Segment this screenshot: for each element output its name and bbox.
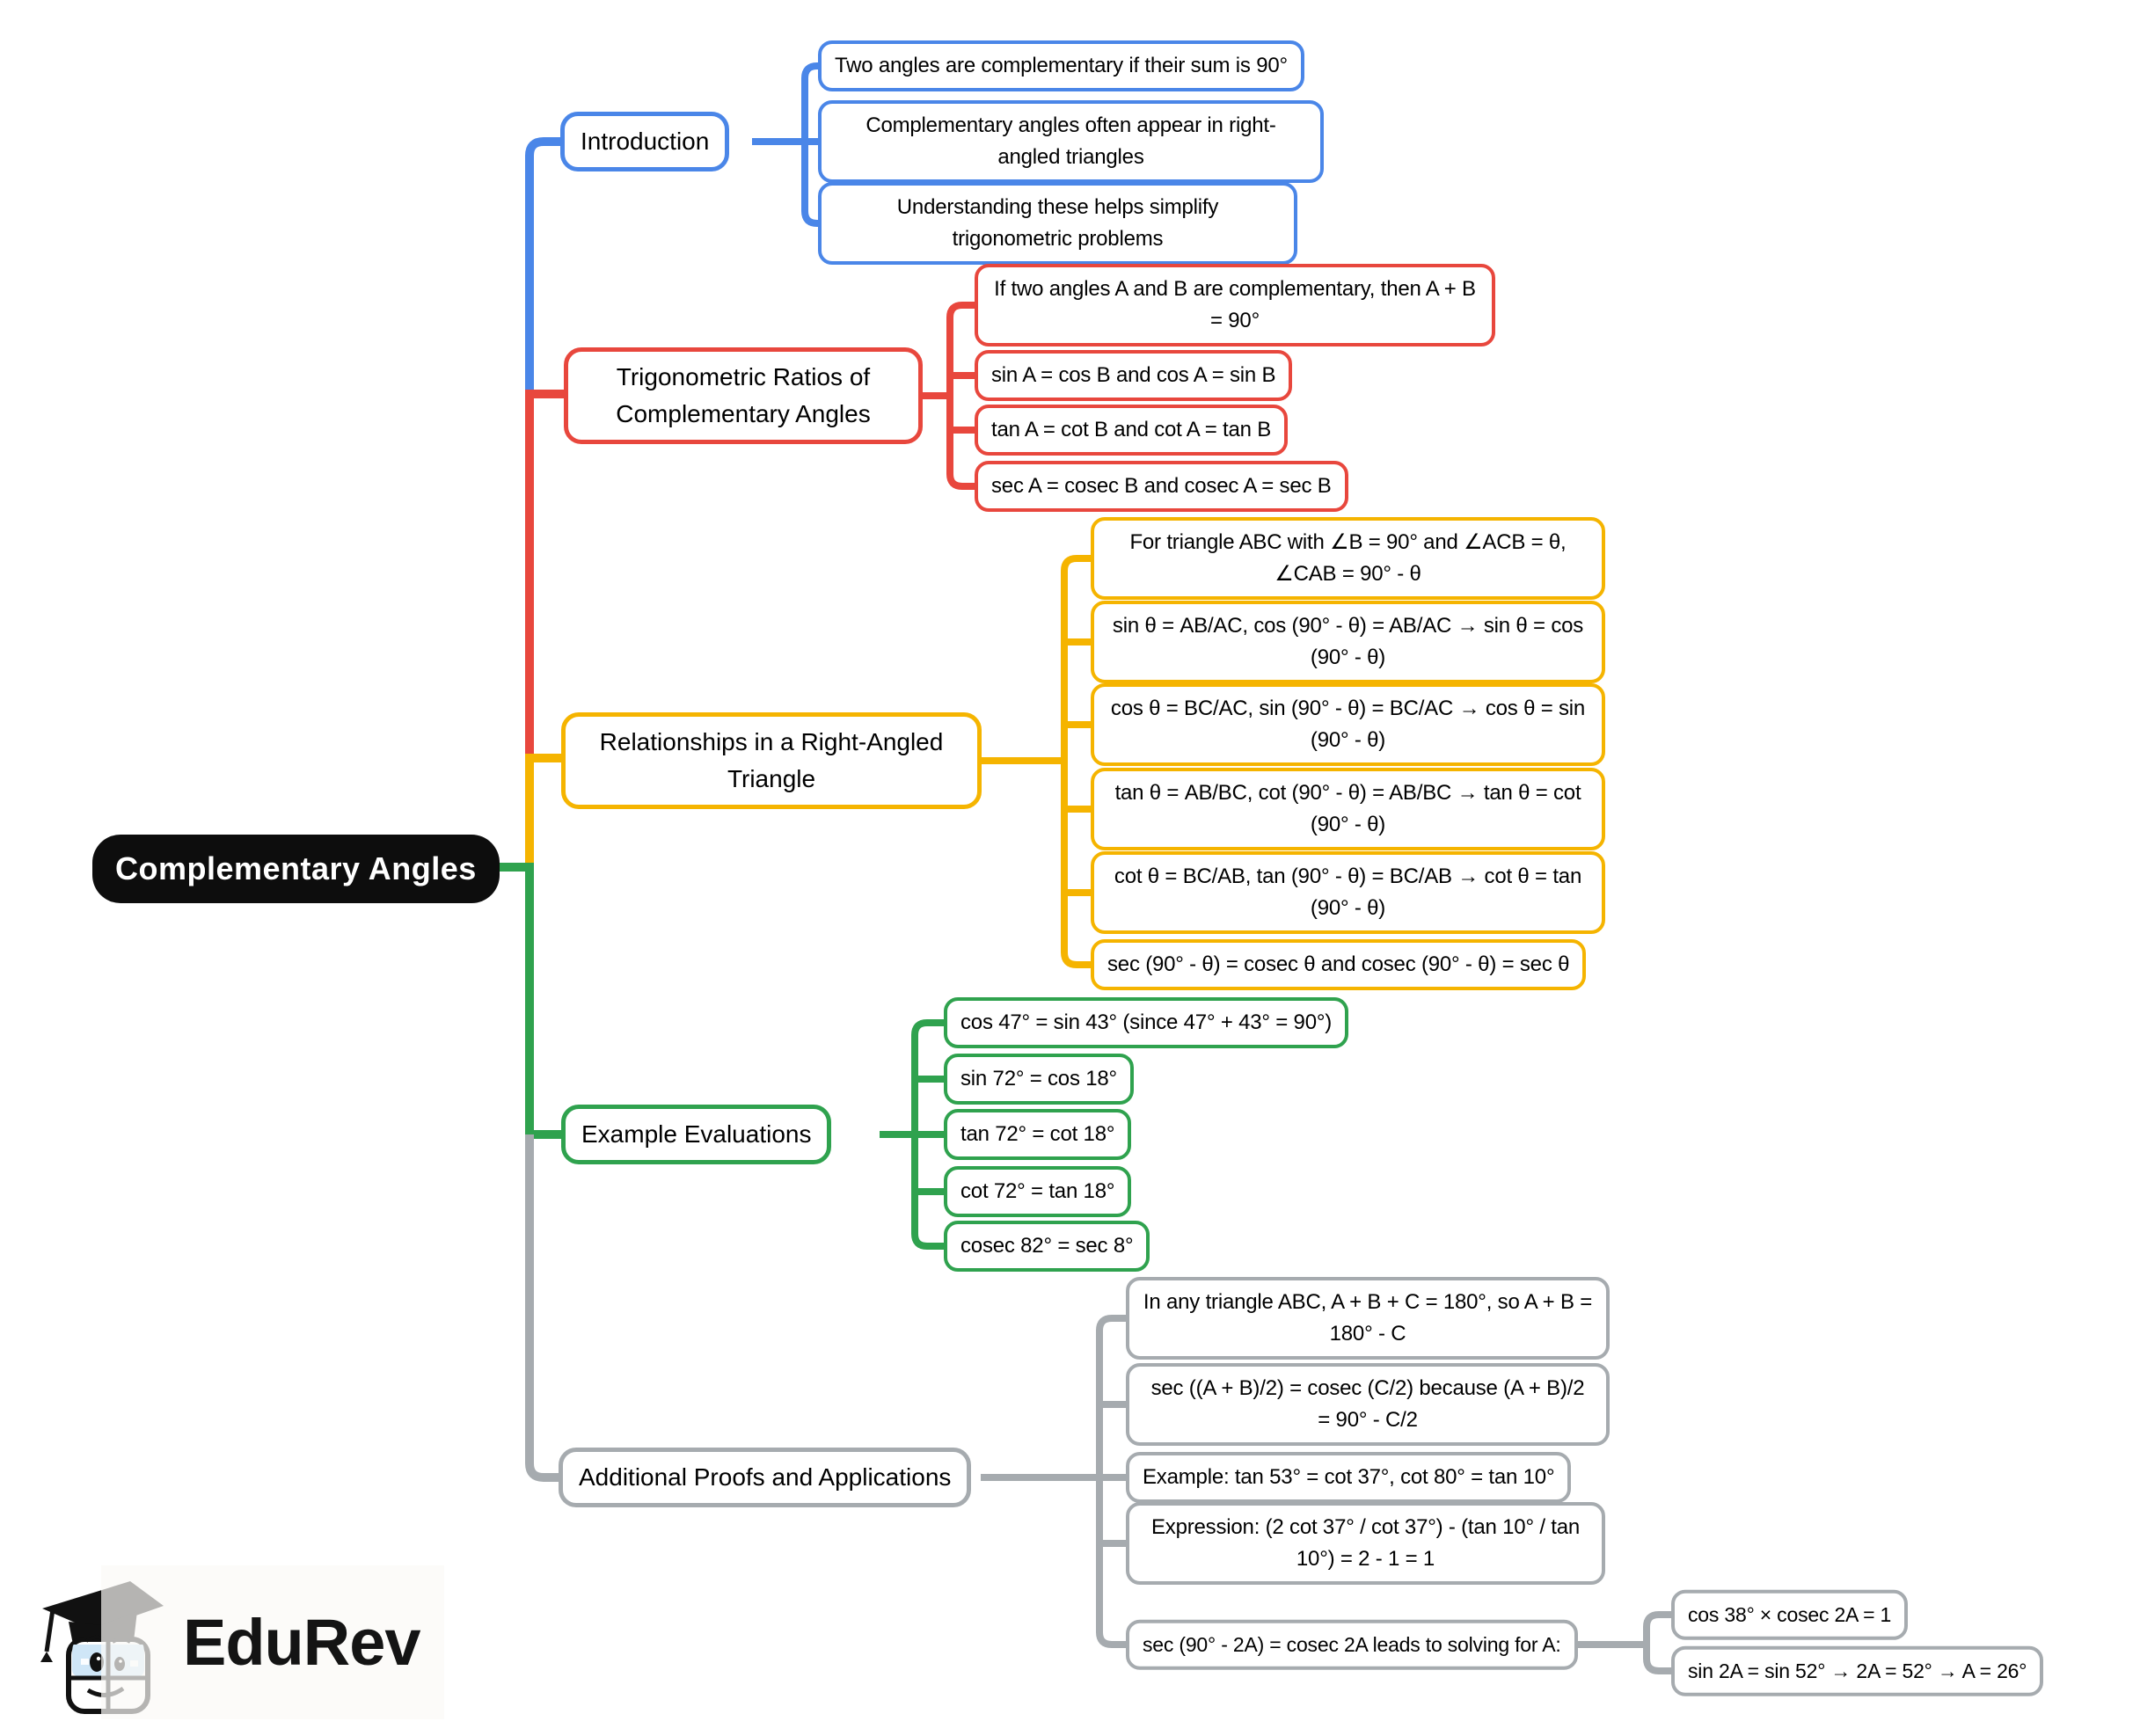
node-intro-simplify: Understanding these helps simplify trigo… bbox=[818, 182, 1297, 265]
node-add-sec-cosec-half: sec ((A + B)/2) = cosec (C/2) because (A… bbox=[1126, 1363, 1610, 1446]
node-add-example-tan53: Example: tan 53° = cot 37°, cot 80° = ta… bbox=[1126, 1452, 1572, 1503]
node-trig-sin-cos: sin A = cos B and cos A = sin B bbox=[975, 350, 1293, 401]
node-intro-right-angled: Complementary angles often appear in rig… bbox=[818, 100, 1324, 183]
node-rel-tan: tan θ = AB/BC, cot (90° - θ) = AB/BC → t… bbox=[1091, 768, 1605, 850]
node-ex-cosec82: cosec 82° = sec 8° bbox=[944, 1221, 1150, 1272]
branch-heading-introduction: Introduction bbox=[560, 112, 730, 171]
trunk-blue bbox=[525, 137, 563, 394]
node-trig-sec-cosec: sec A = cosec B and cosec A = sec B bbox=[975, 461, 1348, 512]
trunk-red bbox=[525, 390, 566, 758]
node-rel-cos: cos θ = BC/AC, sin (90° - θ) = BC/AC → c… bbox=[1091, 683, 1605, 766]
node-rel-sin: sin θ = AB/AC, cos (90° - θ) = AB/AC → s… bbox=[1091, 601, 1605, 683]
branch-heading-relationships: Relationships in a Right-Angled Triangle bbox=[561, 712, 982, 809]
logo-watermark-background bbox=[101, 1565, 444, 1719]
branch-heading-examples: Example Evaluations bbox=[561, 1105, 832, 1164]
node-ex-sin72: sin 72° = cos 18° bbox=[944, 1054, 1134, 1105]
mindmap-root: Complementary Angles bbox=[92, 835, 500, 903]
branch-heading-additional-proofs: Additional Proofs and Applications bbox=[559, 1448, 972, 1507]
node-intro-sum-90: Two angles are complementary if their su… bbox=[818, 40, 1304, 91]
node-rel-cot: cot θ = BC/AB, tan (90° - θ) = BC/AB → c… bbox=[1091, 851, 1605, 934]
node-ex-cos47: cos 47° = sin 43° (since 47° + 43° = 90°… bbox=[944, 997, 1349, 1048]
node-rel-triangle-abc: For triangle ABC with ∠B = 90° and ∠ACB … bbox=[1091, 517, 1605, 600]
edurev-logo-text: EduRev bbox=[183, 1606, 421, 1679]
node-add-triangle-180: In any triangle ABC, A + B + C = 180°, s… bbox=[1126, 1277, 1610, 1360]
node-ex-tan72: tan 72° = cot 18° bbox=[944, 1109, 1132, 1160]
trunk-green bbox=[493, 863, 564, 1139]
trunk-yellow bbox=[525, 754, 564, 867]
node-add-sec-90-2a: sec (90° - 2A) = cosec 2A leads to solvi… bbox=[1126, 1619, 1578, 1670]
node-add-expression: Expression: (2 cot 37° / cot 37°) - (tan… bbox=[1126, 1502, 1605, 1585]
node-trig-tan-cot: tan A = cot B and cot A = tan B bbox=[975, 405, 1289, 456]
branch-heading-trig-ratios: Trigonometric Ratios of Complementary An… bbox=[564, 347, 923, 444]
trunk-gray bbox=[525, 1134, 563, 1482]
node-add-sin2a: sin 2A = sin 52° → 2A = 52° → A = 26° bbox=[1671, 1645, 2044, 1696]
node-rel-sec: sec (90° - θ) = cosec θ and cosec (90° -… bbox=[1091, 939, 1587, 990]
node-ex-cot72: cot 72° = tan 18° bbox=[944, 1166, 1132, 1217]
node-trig-complementary-def: If two angles A and B are complementary,… bbox=[975, 264, 1495, 346]
edurev-logo[interactable]: EduRev bbox=[35, 1561, 449, 1724]
node-add-cos38: cos 38° × cosec 2A = 1 bbox=[1671, 1589, 1909, 1640]
